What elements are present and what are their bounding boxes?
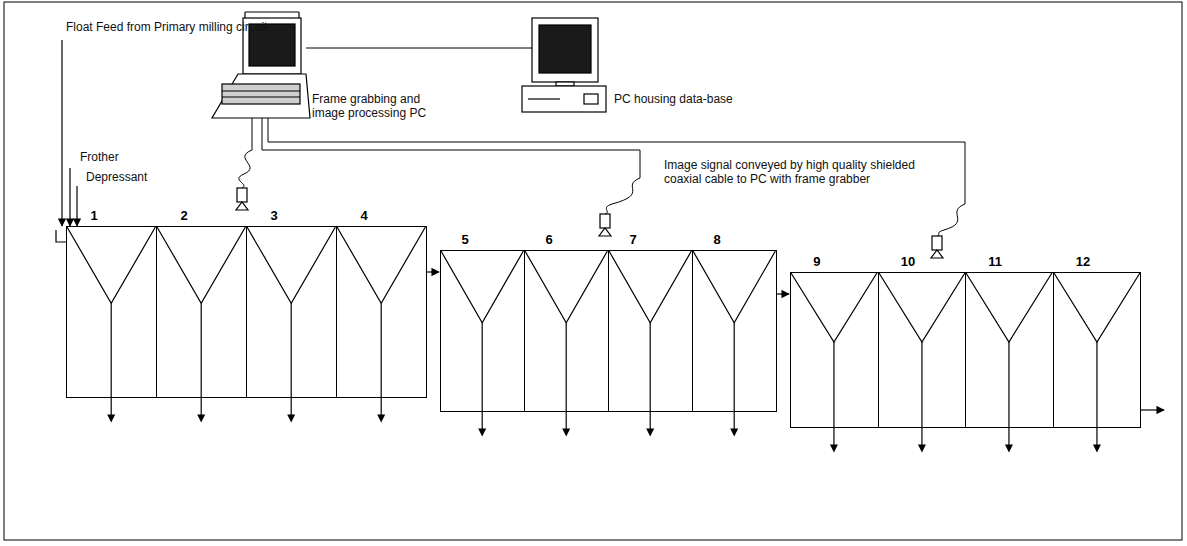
annotation-label: Image signal conveyed by high quality sh… <box>664 158 919 186</box>
concentrate-outlet-arrow <box>1005 444 1013 452</box>
cell-cone <box>525 251 607 438</box>
concentrate-outlet-arrow <box>730 428 738 436</box>
flotation-cell: 3 <box>246 226 337 398</box>
annotation-label: Frame grabbing and image processing PC <box>312 92 437 120</box>
concentrate-outlet-arrow <box>830 444 838 452</box>
cell-cone <box>879 273 965 454</box>
flotation-cell: 7 <box>608 250 693 412</box>
cell-number: 9 <box>813 254 820 269</box>
cell-cone <box>157 227 245 424</box>
cell-cone <box>247 227 335 424</box>
cell-cone <box>337 227 425 424</box>
slurry-flow-arrow <box>777 293 789 294</box>
concentrate-outlet-arrow <box>562 428 570 436</box>
flotation-cell: 2 <box>156 226 247 398</box>
concentrate-outlet-arrow <box>197 414 205 422</box>
cell-number: 7 <box>630 232 637 247</box>
concentrate-outlet-arrow <box>107 414 115 422</box>
annotation-label: PC housing data-base <box>614 92 733 106</box>
cell-cone <box>441 251 523 438</box>
flotation-cell: 8 <box>692 250 777 412</box>
network-line <box>306 48 532 49</box>
cell-number: 3 <box>271 208 278 223</box>
concentrate-outlet-arrow <box>646 428 654 436</box>
slurry-flow-arrow <box>427 271 439 272</box>
cell-number: 11 <box>988 254 1002 269</box>
cell-number: 10 <box>901 254 915 269</box>
flotation-cell: 6 <box>524 250 609 412</box>
cell-number: 5 <box>462 232 469 247</box>
cell-cone <box>693 251 775 438</box>
flotation-cell: 12 <box>1053 272 1142 428</box>
video-cameras <box>236 188 943 258</box>
cell-number: 4 <box>361 208 368 223</box>
cell-cone <box>791 273 877 454</box>
concentrate-outlet-arrow <box>478 428 486 436</box>
reagent-feed-lines <box>56 40 77 242</box>
flotation-cell: 9 <box>790 272 879 428</box>
flotation-cell: 11 <box>965 272 1054 428</box>
coaxial-cables <box>239 118 965 236</box>
concentrate-outlet-arrow <box>917 444 925 452</box>
annotation-label: Float Feed from Primary milling circuit <box>66 20 281 34</box>
cell-cone <box>67 227 155 424</box>
flotation-cell: 1 <box>66 226 157 398</box>
cell-number: 8 <box>714 232 721 247</box>
cell-cone <box>966 273 1052 454</box>
concentrate-outlet-arrow <box>1092 444 1100 452</box>
concentrate-outlet-arrow <box>377 414 385 422</box>
cell-cone <box>609 251 691 438</box>
annotation-label: Depressant <box>86 170 147 184</box>
outer-frame <box>4 2 1182 540</box>
cell-number: 2 <box>181 208 188 223</box>
flotation-cell: 4 <box>336 226 427 398</box>
database-pc <box>522 18 606 112</box>
cell-cone <box>1054 273 1140 454</box>
flotation-cell: 10 <box>878 272 967 428</box>
tailings-outlet-arrow <box>1140 409 1164 410</box>
concentrate-outlet-arrow <box>287 414 295 422</box>
annotation-label: Frother <box>80 150 119 164</box>
cell-number: 1 <box>91 208 98 223</box>
cell-number: 12 <box>1076 254 1090 269</box>
flotation-cell: 5 <box>440 250 525 412</box>
cell-number: 6 <box>546 232 553 247</box>
